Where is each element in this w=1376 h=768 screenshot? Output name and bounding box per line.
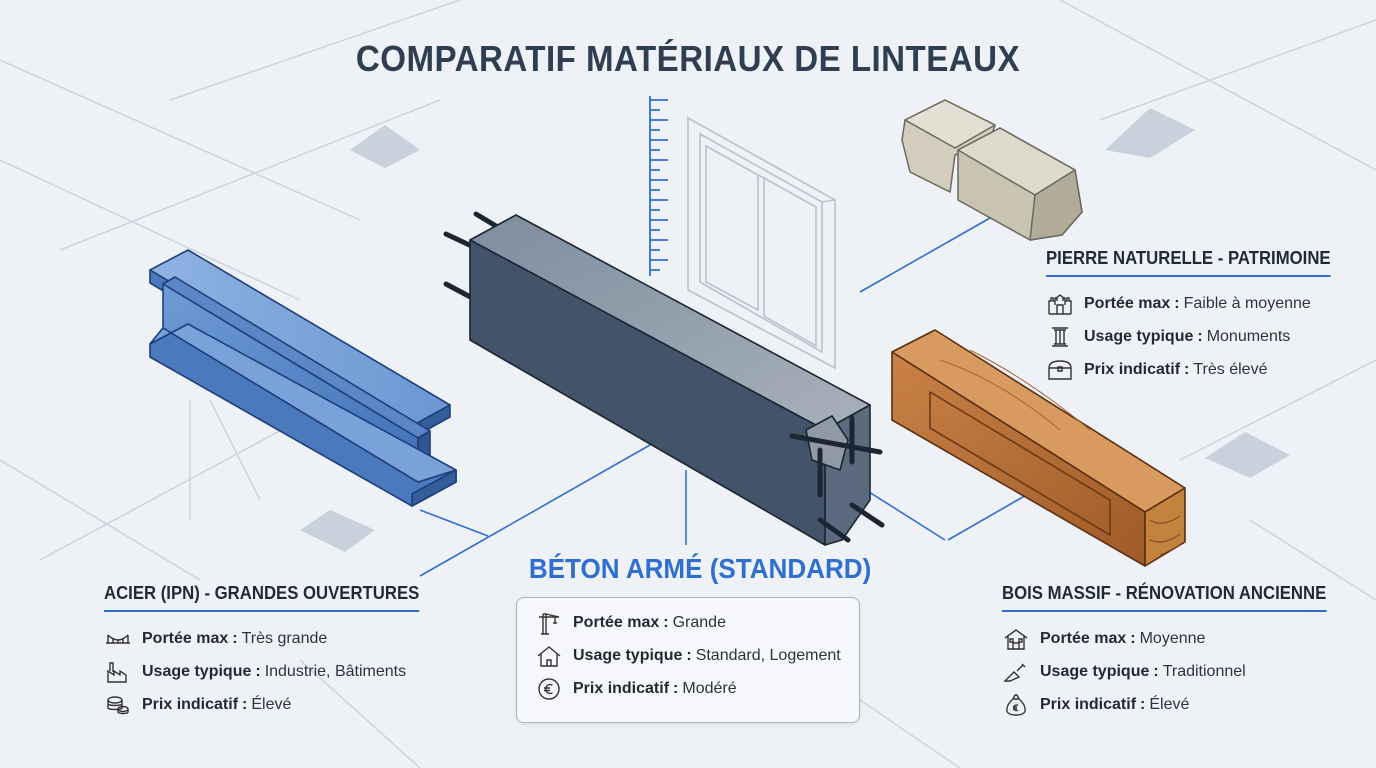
trowel-icon [1002,660,1030,684]
steel-card-title: ACIER (IPN) - GRANDES OUVERTURES [104,583,420,612]
wood-card-title: BOIS MASSIF - RÉNOVATION ANCIENNE [1002,583,1327,612]
page-title: COMPARATIF MATÉRIAUX DE LINTEAUX [355,38,1021,79]
concrete-price-row: Prix indicatif: Modéré [535,672,859,705]
wood-beam-illustration [891,329,1186,567]
crane-icon [535,611,563,635]
old-house-icon [1002,627,1030,651]
steel-price-row: Prix indicatif: Élevé [104,688,443,721]
steel-span-row: Portée max: Très grande [104,622,443,655]
stone-card: PIERRE NATURELLE - PATRIMOINE Portée max… [1046,248,1352,386]
stone-blocks-illustration [901,99,1083,241]
euro-coin-icon [535,677,563,701]
wood-card: BOIS MASSIF - RÉNOVATION ANCIENNE Portée… [1002,583,1351,721]
factory-icon [104,660,132,684]
money-bag-icon [1002,693,1030,717]
stone-card-title: PIERRE NATURELLE - PATRIMOINE [1046,248,1331,277]
concrete-usage-row: Usage typique: Standard, Logement [535,639,859,672]
wood-usage-row: Usage typique: Traditionnel [1002,655,1351,688]
steel-ibeam-illustration [149,249,457,507]
concrete-card-heading-wrap: BÉTON ARMÉ (STANDARD) [516,553,871,585]
column-icon [1046,325,1074,349]
stone-span-row: Portée max: Faible à moyenne [1046,287,1352,320]
house-icon [535,644,563,668]
concrete-span-row: Portée max: Grande [535,606,859,639]
connector-lines [419,217,1036,577]
window-frame-illustration [687,116,836,370]
wood-span-row: Portée max: Moyenne [1002,622,1351,655]
blueprint-tiles [300,108,1290,552]
treasure-chest-icon [1046,358,1074,382]
stone-usage-row: Usage typique: Monuments [1046,320,1352,353]
concrete-card-title: BÉTON ARMÉ (STANDARD) [528,553,872,584]
castle-icon [1046,292,1074,316]
concrete-card: Portée max: Grande Usage typique: Standa… [516,597,860,723]
concrete-beam-illustration [443,211,885,546]
steel-usage-row: Usage typique: Industrie, Bâtiments [104,655,443,688]
bridge-icon [104,627,132,651]
coins-icon [104,693,132,717]
stone-price-row: Prix indicatif: Très élevé [1046,353,1352,386]
ruler-illustration [649,96,668,276]
wood-price-row: Prix indicatif: Élevé [1002,688,1351,721]
steel-card: ACIER (IPN) - GRANDES OUVERTURES Portée … [104,583,443,721]
